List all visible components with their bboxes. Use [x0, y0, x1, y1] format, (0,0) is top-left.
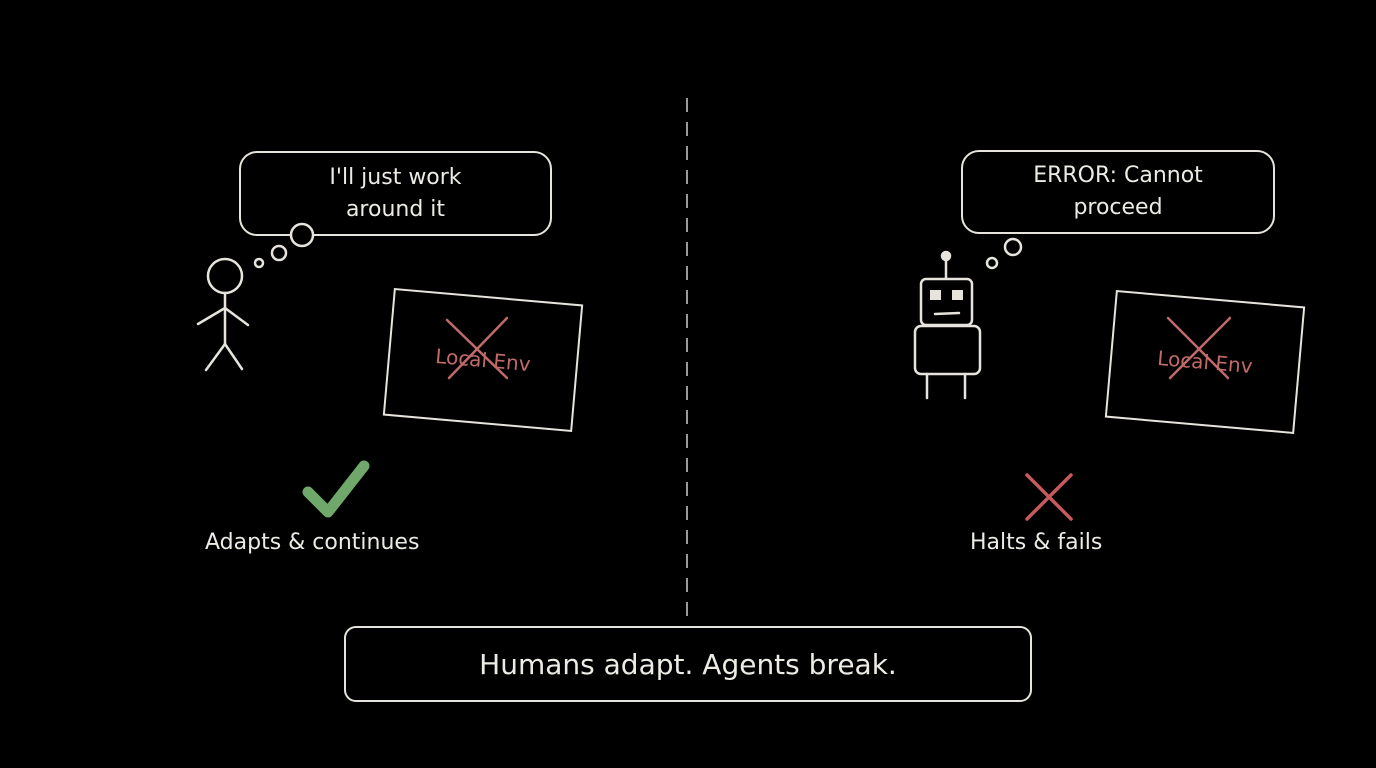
human-result-label: Adapts & continues [205, 530, 420, 555]
robot-result-label: Halts & fails [970, 530, 1103, 555]
stick-figure-icon [196, 257, 250, 372]
thought-trail-icon [985, 237, 1023, 270]
center-divider [686, 98, 688, 626]
human-thought-bubble: I'll just work around it [239, 151, 552, 236]
cross-out-icon [1166, 316, 1232, 380]
summary-text: Humans adapt. Agents break. [479, 647, 897, 681]
thought-trail-icon [253, 222, 315, 269]
checkmark-icon [302, 460, 370, 518]
summary-box: Humans adapt. Agents break. [344, 626, 1032, 702]
robot-icon [913, 250, 982, 400]
robot-thought-bubble: ERROR: Cannot proceed [961, 150, 1275, 234]
x-mark-icon [1025, 473, 1073, 521]
thought-line-1: I'll just work [329, 164, 462, 190]
thought-line-2: around it [345, 196, 446, 222]
cross-out-icon [445, 316, 509, 380]
thought-line-2: proceed [1073, 195, 1163, 220]
thought-line-1: ERROR: Cannot [1033, 163, 1203, 188]
